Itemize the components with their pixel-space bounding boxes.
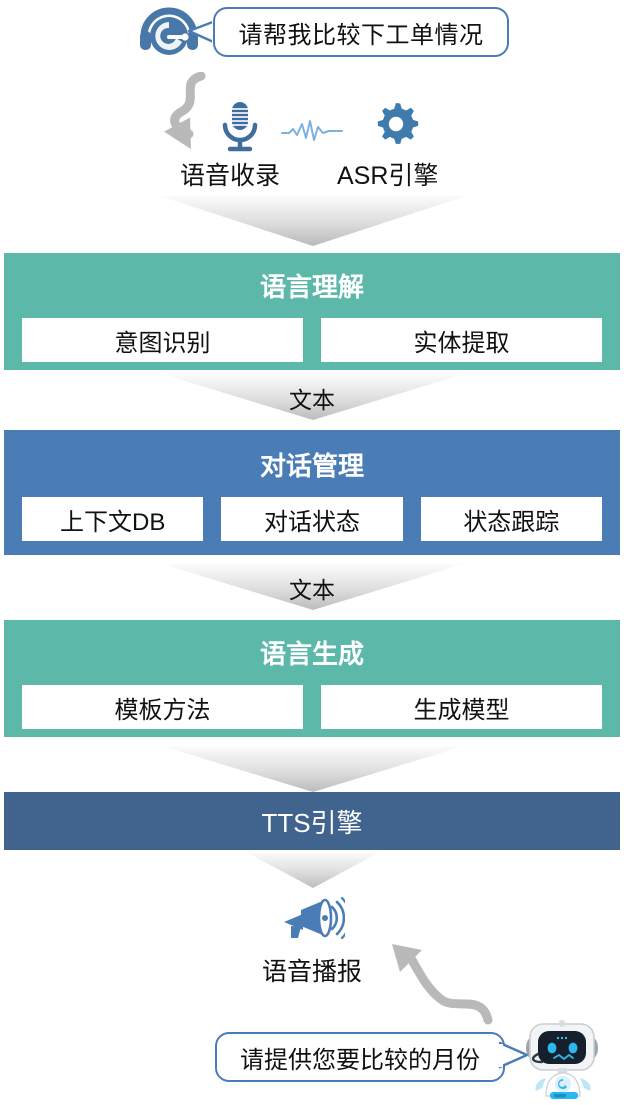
panel-nlg: 语言生成 模板方法 生成模型 — [4, 620, 620, 737]
panel-nlg-cells: 模板方法 生成模型 — [4, 685, 620, 729]
output-label: 语音播报 — [261, 958, 362, 986]
flow-arrow-5 — [246, 852, 380, 888]
flow-arrow-1 — [160, 196, 466, 246]
panel-nlu-cell-intent[interactable]: 意图识别 — [22, 318, 303, 362]
panel-nlg-cell-template[interactable]: 模板方法 — [22, 685, 303, 729]
output-label-wrap: 语音播报 — [0, 952, 624, 988]
robot-icon — [516, 1018, 612, 1100]
panel-nlu-cell-entity[interactable]: 实体提取 — [321, 318, 602, 362]
panel-dm-cell-context-db[interactable]: 上下文DB — [22, 497, 204, 541]
panel-dm-cells: 上下文DB 对话状态 状态跟踪 — [4, 497, 620, 541]
panel-nlg-title: 语言生成 — [259, 639, 364, 669]
panel-nlu: 语言理解 意图识别 实体提取 — [4, 253, 620, 370]
curved-arrow-icon — [370, 944, 500, 1034]
panel-nlg-cell-model[interactable]: 生成模型 — [321, 685, 602, 729]
megaphone-icon — [281, 896, 352, 944]
gear-icon — [372, 100, 420, 148]
flow-arrow-4 — [162, 746, 464, 792]
bot-speech-bubble[interactable]: 请提供您要比较的月份 — [215, 1032, 505, 1082]
flow-arrow-2-label: 文本 — [289, 387, 335, 413]
panel-dm: 对话管理 上下文DB 对话状态 状态跟踪 — [4, 430, 620, 555]
panel-tts: TTS引擎 — [4, 792, 620, 850]
asr-label: ASR引擎 — [337, 162, 439, 190]
panel-tts-title: TTS引擎 — [261, 807, 363, 838]
panel-dm-title: 对话管理 — [259, 451, 364, 481]
panel-nlu-cells: 意图识别 实体提取 — [4, 318, 620, 362]
flow-arrow-3-label: 文本 — [289, 577, 335, 603]
speech-bubble-tail-bottom — [494, 1041, 530, 1069]
user-speech-bubble-text: 请帮我比较下工单情况 — [238, 21, 484, 49]
capture-label: 语音收录 — [180, 162, 281, 190]
panel-dm-cell-dialog-state[interactable]: 对话状态 — [221, 497, 403, 541]
bot-speech-bubble-text: 请提供您要比较的月份 — [240, 1046, 480, 1074]
audio-waveform-icon — [281, 118, 343, 144]
curved-arrow-icon — [155, 71, 235, 156]
panel-nlu-title: 语言理解 — [259, 272, 364, 302]
user-speech-bubble[interactable]: 请帮我比较下工单情况 — [213, 7, 509, 57]
microphone-icon — [219, 100, 261, 152]
panel-dm-cell-state-tracking[interactable]: 状态跟踪 — [420, 497, 602, 541]
